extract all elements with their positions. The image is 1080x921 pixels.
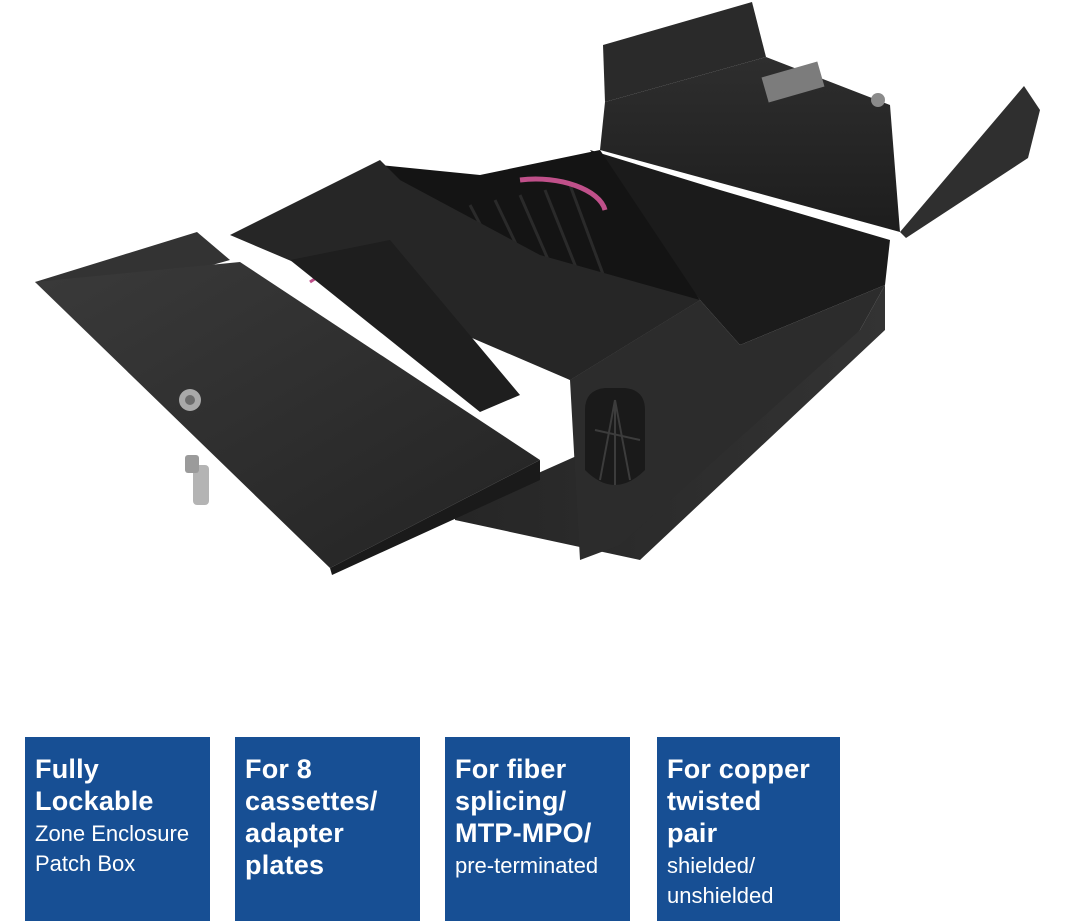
feature-subtitle: shielded/ unshielded: [667, 853, 774, 908]
cable-entry-grommet: [585, 388, 645, 485]
feature-title: For 8 cassettes/ adapter plates: [245, 754, 378, 880]
feature-subtitle: Zone Enclosure Patch Box: [35, 821, 190, 876]
feature-title: For fiber splicing/ MTP-MPO/: [455, 754, 592, 848]
feature-card-fiber: For fiber splicing/ MTP-MPO/ pre-termina…: [445, 737, 630, 921]
feature-title: Fully Lockable: [35, 754, 154, 816]
label-plate: [761, 61, 825, 103]
front-lid: [35, 232, 540, 575]
lock-icon: [179, 389, 201, 411]
feature-subtitle: pre-terminated: [455, 853, 599, 878]
feature-card-cassettes: For 8 cassettes/ adapter plates: [235, 737, 420, 921]
feature-card-lockable: Fully Lockable Zone Enclosure Patch Box: [25, 737, 210, 921]
feature-title: For copper twisted pair: [667, 754, 811, 848]
enclosure-illustration: [35, 2, 1040, 575]
back-lid: [600, 2, 1040, 238]
key-icon: [185, 455, 209, 505]
feature-card-copper: For copper twisted pair shielded/ unshie…: [657, 737, 840, 921]
product-image: [35, 2, 1040, 575]
lock-icon: [871, 93, 885, 107]
feature-cards: Fully Lockable Zone Enclosure Patch Box …: [0, 737, 1080, 921]
